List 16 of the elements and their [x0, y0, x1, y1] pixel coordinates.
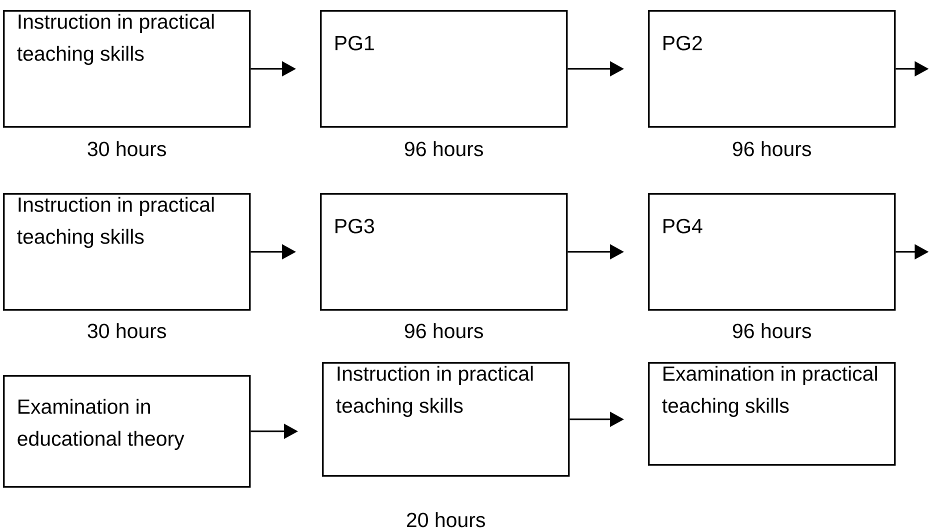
duration-label: 96 hours — [732, 141, 811, 156]
duration-label: 30 hours — [88, 323, 166, 338]
process-box: Examination in practical teaching skills — [648, 362, 896, 466]
process-box: PG3 — [320, 193, 568, 311]
process-box: Instruction in practical teaching skills — [3, 193, 251, 311]
duration-label: 30 hours — [88, 141, 166, 156]
process-box: PG2 — [648, 10, 896, 128]
duration-label: 96 hours — [732, 323, 811, 338]
process-box: PG1 — [320, 10, 568, 128]
duration-label: 20 hours — [407, 512, 485, 528]
process-box: Examination in educational theory — [3, 375, 251, 488]
process-box: PG4 — [648, 193, 896, 311]
duration-label: 96 hours — [404, 141, 483, 156]
duration-label: 96 hours — [404, 323, 483, 338]
process-box: Instruction in practical teaching skills — [322, 362, 570, 477]
process-box: Instruction in practical teaching skills — [3, 10, 251, 128]
